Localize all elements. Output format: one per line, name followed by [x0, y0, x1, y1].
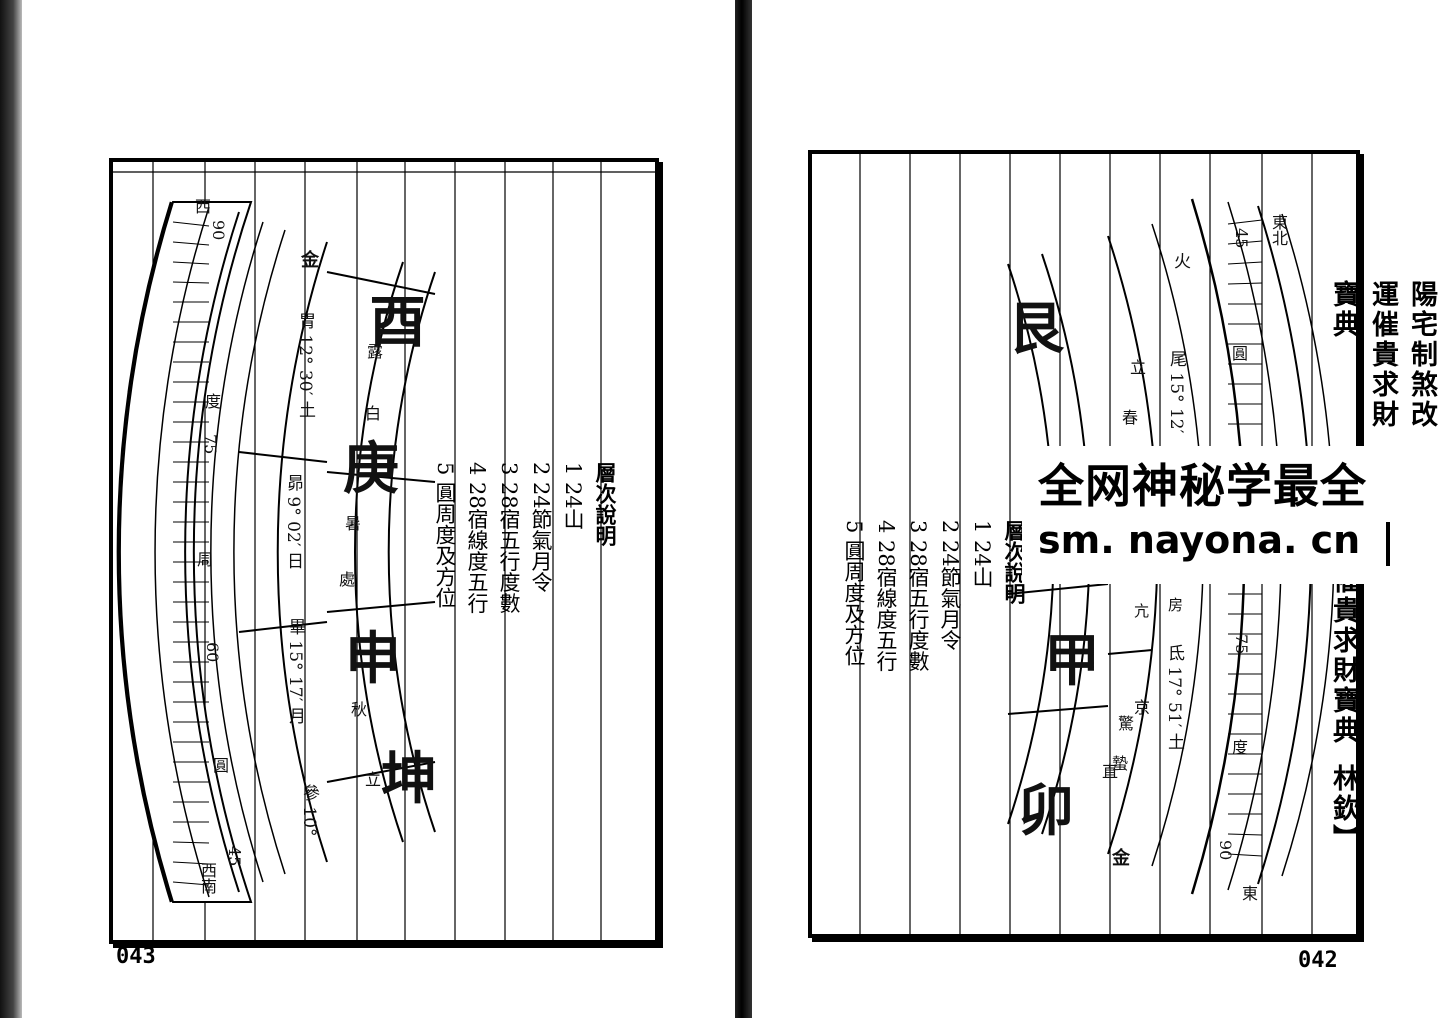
- watermark-overlay: 全网神秘学最全 sm. nayona. cn: [1022, 446, 1440, 584]
- legend-item: 4 28宿線度五行: [874, 520, 898, 672]
- watermark-title: 全网神秘学最全: [1038, 459, 1367, 513]
- legend-item: 2 24節氣月令: [529, 462, 553, 593]
- legend-item: 5 圓周度及方位: [433, 462, 457, 609]
- degree-mark: 75: [1232, 634, 1251, 655]
- mansion-label: 亢: [1134, 602, 1150, 620]
- mountain-jia: 甲: [1044, 628, 1100, 694]
- degree-mark: 45: [1232, 228, 1251, 249]
- running-title-right-tail: 催貴求財寶典林欽】: [1324, 566, 1363, 854]
- compass-ring-left: [113, 162, 655, 940]
- mansion-label: 參 10°: [299, 784, 319, 837]
- degree-mark: 45: [225, 846, 244, 867]
- mountain-kun: 坤: [381, 746, 437, 812]
- left-page: 【靈骨金斗陽宅制煞改運催貴求財寶典林欽】: [0, 0, 659, 1018]
- mansion-label: 京: [1134, 698, 1151, 717]
- book-author: 林欽】: [1328, 764, 1359, 854]
- mountain-shen: 申: [345, 626, 401, 692]
- solar-term: 春: [1122, 408, 1139, 427]
- solar-term: 立: [365, 770, 382, 789]
- mountain-geng: 庚: [343, 436, 399, 502]
- ring-label: 圓: [1232, 344, 1249, 363]
- solar-term: 露: [367, 342, 384, 361]
- layer-legend-left: 層次說明 1 24山 2 24節氣月令 3 28宿五行度數 4 28宿線度五行 …: [429, 462, 621, 822]
- ring-label: 度: [1232, 738, 1249, 757]
- book-title: 【靈骨金斗陽宅制煞改運催貴求財寶典: [1328, 280, 1437, 430]
- ring-label: 周: [197, 550, 214, 569]
- ring-label: 度: [205, 392, 222, 411]
- legend-item: 3 28宿五行度數: [906, 520, 930, 672]
- legend-heading: 層次說明: [593, 462, 618, 546]
- legend-item: 1 24山: [561, 462, 585, 530]
- mansion-label: 房: [1168, 596, 1184, 614]
- mansion-label: 金: [298, 250, 319, 268]
- page-number-left: 043: [116, 944, 156, 969]
- solar-term: 立: [1130, 358, 1147, 377]
- legend-item: 5 圓周度及方位: [842, 520, 866, 667]
- mansion-label: 胃 12° 30′ 土: [295, 312, 315, 418]
- text-cursor: [1386, 522, 1390, 566]
- solar-term: 驚: [1118, 714, 1135, 733]
- mansion-label: 火: [1170, 252, 1190, 269]
- running-title-right: 【靈骨金斗陽宅制煞改運催貴求財寶典: [1324, 280, 1440, 450]
- degree-mark: 90: [209, 220, 228, 241]
- mansion-label: 金: [1112, 848, 1130, 869]
- degree-mark: 75: [201, 434, 220, 455]
- direction-label: 東北: [1269, 214, 1288, 246]
- book-title-tail: 催貴求財寶典: [1328, 566, 1359, 746]
- watermark-url[interactable]: sm. nayona. cn: [1038, 518, 1361, 562]
- mountain-gen: 艮: [1008, 296, 1064, 362]
- page-number-right: 042: [1298, 948, 1338, 973]
- mansion-label: 直: [1102, 762, 1119, 781]
- direction-label: 西南: [198, 862, 217, 894]
- solar-term: 處: [339, 570, 356, 589]
- compass-diagram-left: 酉 庚 申 坤 露 白 暑 處 秋 立 金 胃 12° 30′ 土 昴 9° 0…: [109, 158, 659, 944]
- solar-term: 蟄: [1112, 754, 1129, 773]
- mountain-mao: 卯: [1018, 778, 1074, 844]
- solar-term: 白: [365, 404, 382, 423]
- mansion-label: 尾 15° 12′: [1166, 350, 1186, 434]
- solar-term: 暑: [345, 514, 362, 533]
- degree-mark: 60: [203, 642, 222, 663]
- degree-mark: 90: [1216, 840, 1235, 861]
- mountain-you: 酉: [360, 292, 426, 348]
- mansion-label: 氐 17° 51′ 土: [1164, 644, 1184, 750]
- legend-item: 3 28宿五行度數: [497, 462, 521, 614]
- direction-label: 東: [1242, 884, 1259, 903]
- legend-item: 4 28宿線度五行: [465, 462, 489, 614]
- page-edge: [0, 0, 22, 1018]
- ring-label: 圓: [213, 756, 230, 775]
- layer-legend-right: 層次說明 1 24山 2 24節氣月令 3 28宿五行度數 4 28宿線度五行 …: [838, 520, 1030, 860]
- book-gutter: [735, 0, 752, 1018]
- direction-label: 西: [192, 198, 211, 214]
- mansion-label: 畢 15° 17′ 月: [285, 618, 305, 724]
- legend-item: 2 24節氣月令: [938, 520, 962, 651]
- solar-term: 秋: [351, 700, 368, 719]
- legend-item: 1 24山: [970, 520, 994, 588]
- mansion-label: 昴 9° 02′ 日: [283, 474, 303, 570]
